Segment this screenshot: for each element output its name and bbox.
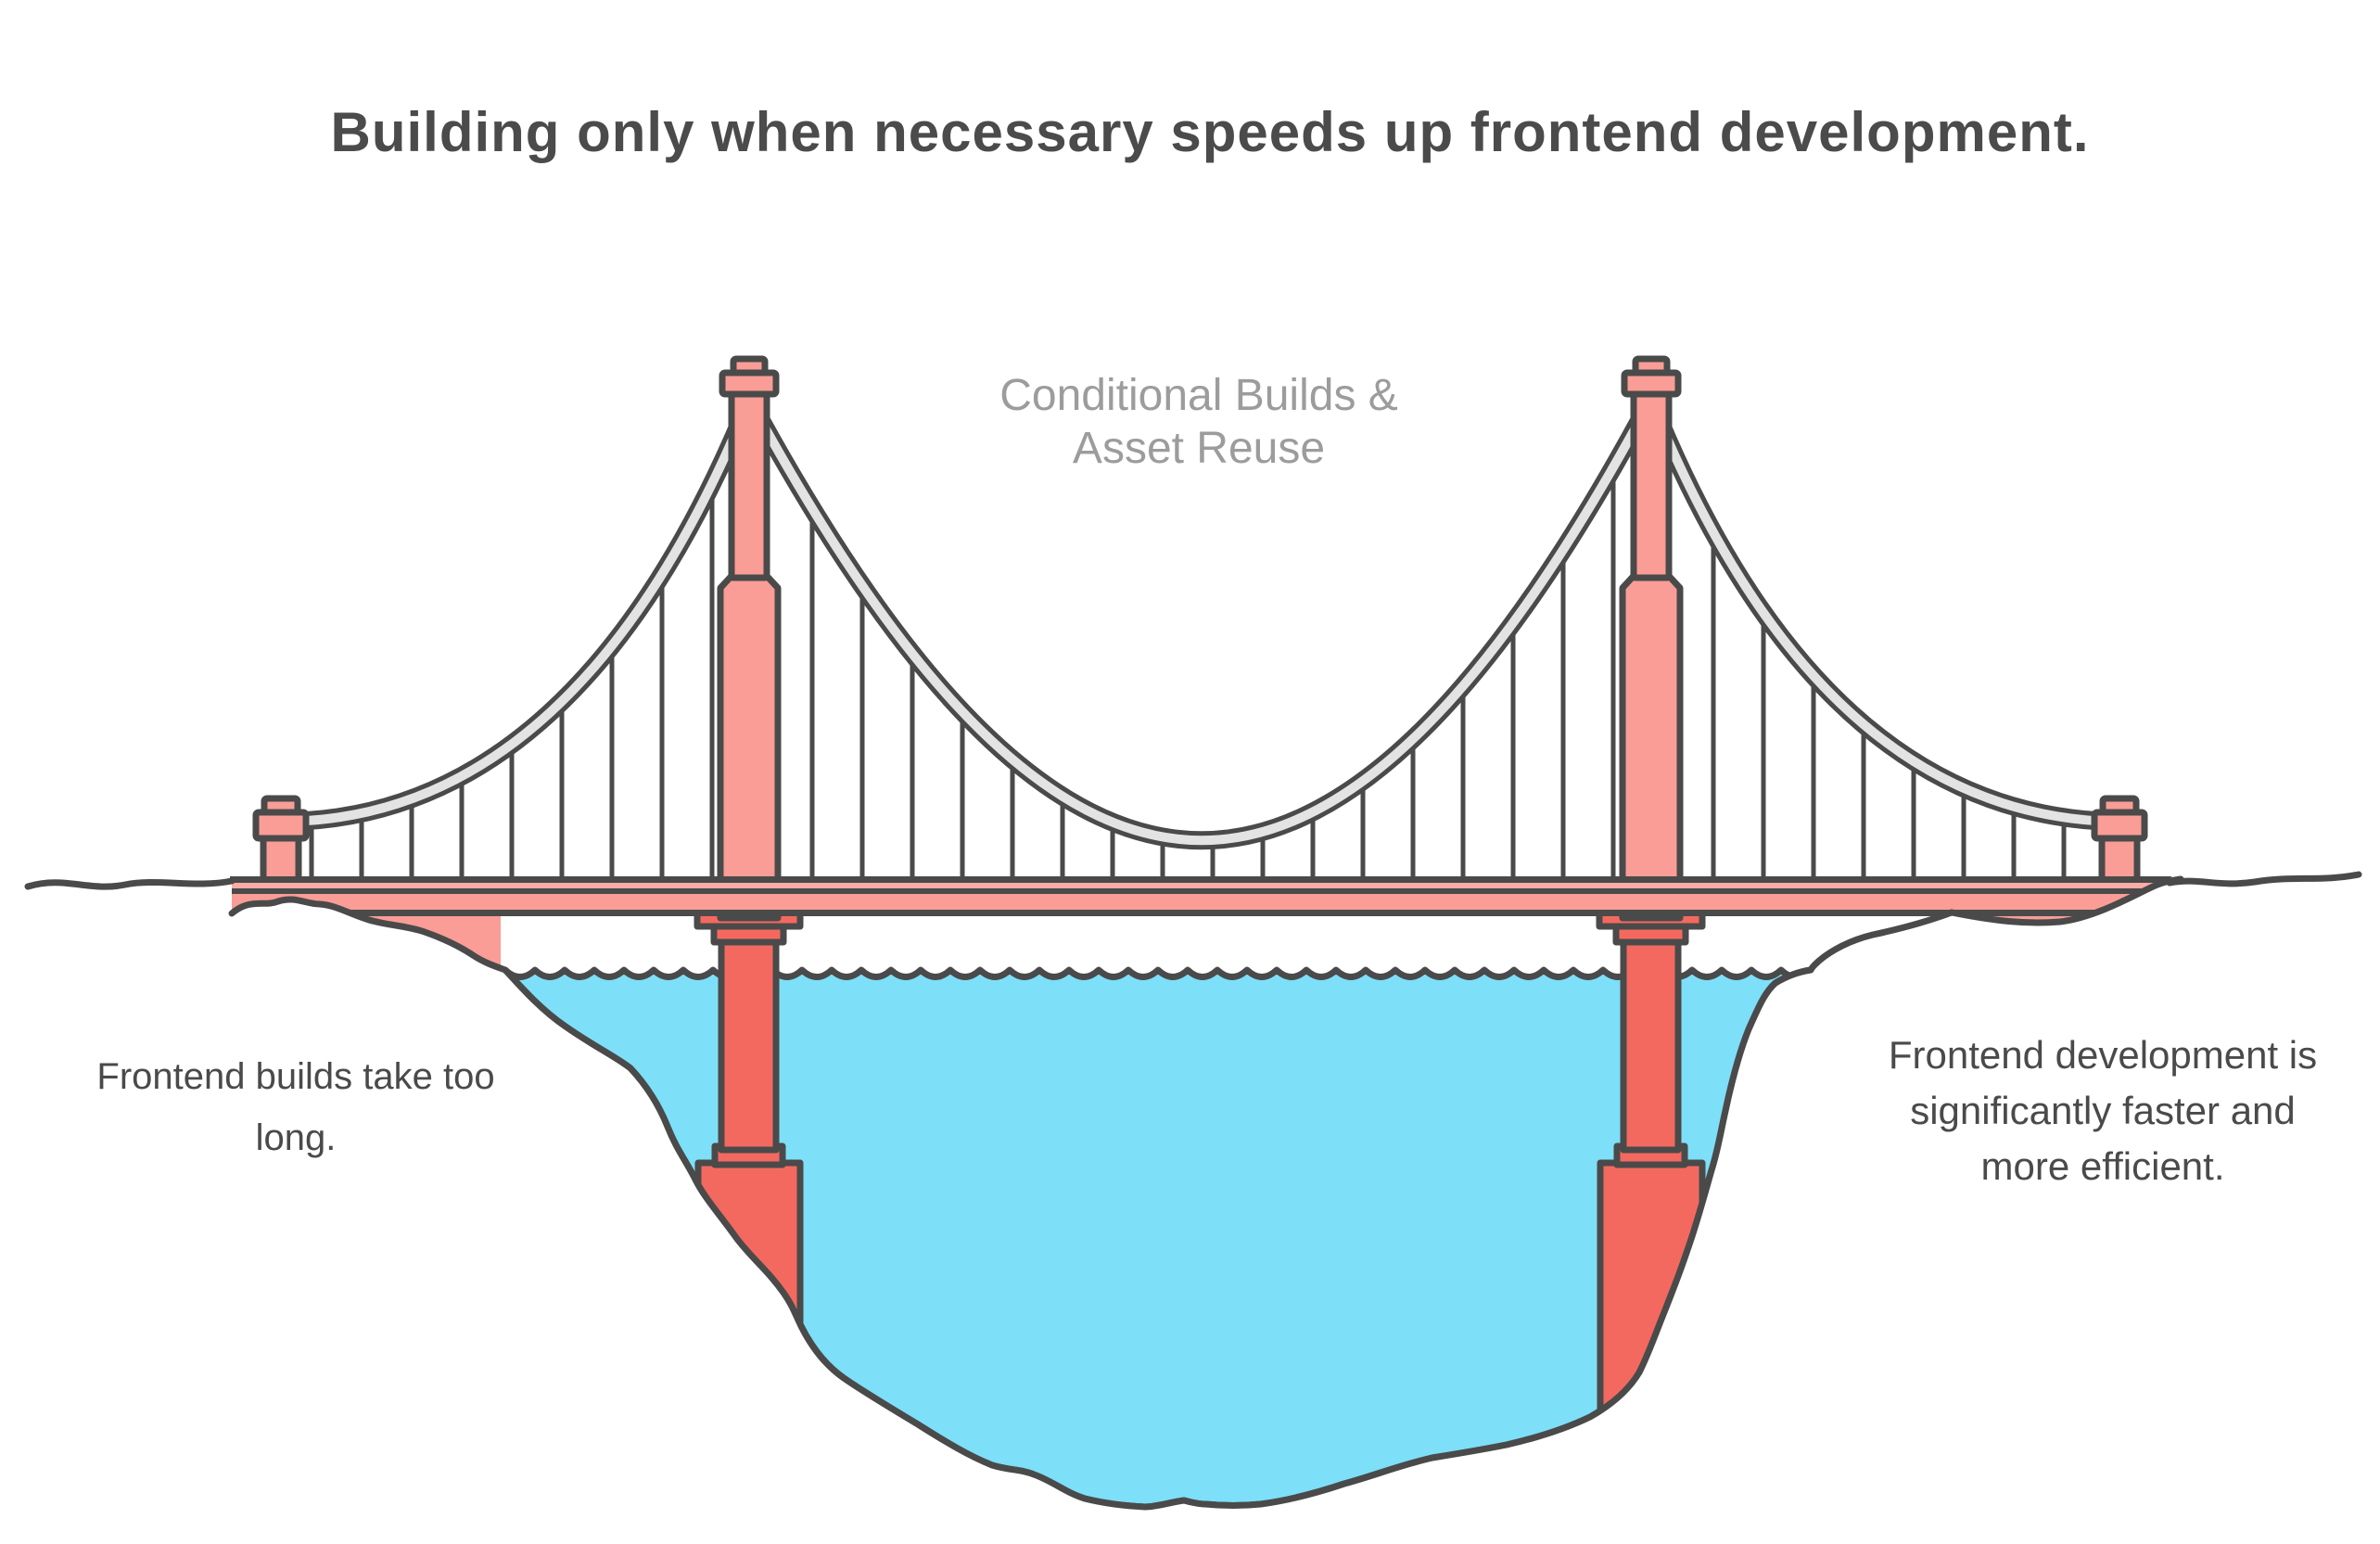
bridge-label-line2: Asset Reuse — [1072, 424, 1326, 473]
right-caption: Frontend development is significantly fa… — [1889, 1027, 2317, 1194]
page-title: Building only when necessary speeds up f… — [330, 101, 2090, 163]
right-side-cable — [1642, 391, 2125, 831]
left-land — [0, 877, 1209, 1544]
left-caption: Frontend builds take too long. — [96, 1046, 494, 1168]
main-suspension-cable — [740, 389, 1661, 850]
bridge-label-line1: Conditional Builds & — [999, 371, 1398, 420]
bridge-label: Conditional Builds & Asset Reuse — [999, 369, 1398, 475]
right-caption-line1: Frontend development is — [1888, 1033, 2318, 1077]
right-caption-line3: more efficient. — [1980, 1144, 2225, 1188]
right-anchor-post — [2094, 798, 2145, 881]
left-anchor-post — [256, 798, 306, 881]
right-land — [1202, 870, 2380, 1544]
bridge-deck — [230, 876, 2181, 916]
right-tower — [1623, 359, 1680, 918]
left-caption-line1: Frontend builds take too — [96, 1056, 495, 1097]
left-side-cable — [278, 391, 758, 831]
left-caption-line2: long. — [255, 1117, 337, 1158]
left-tower — [720, 359, 778, 918]
right-caption-line2: significantly faster and — [1910, 1089, 2296, 1132]
